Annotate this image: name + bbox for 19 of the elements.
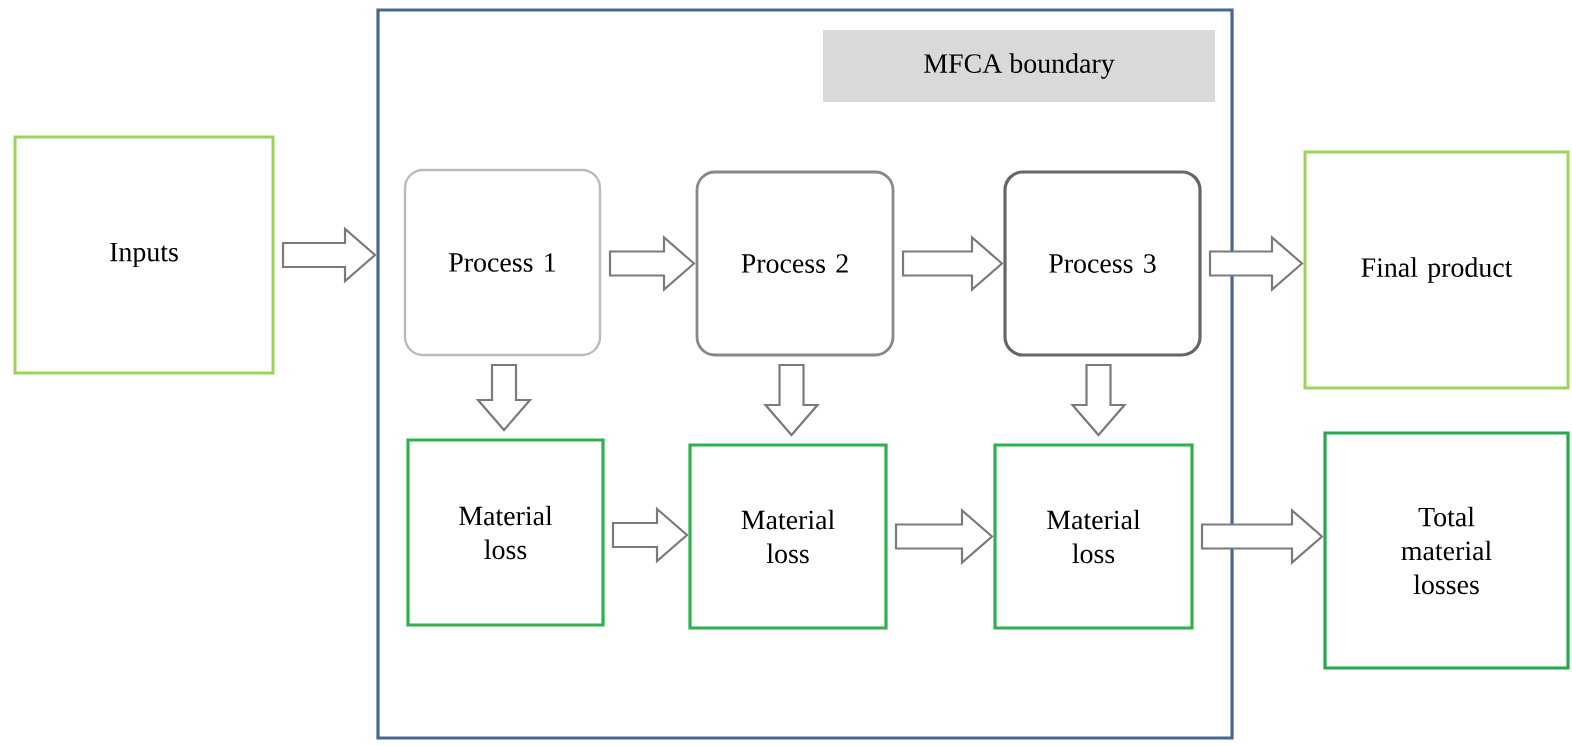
process-box: Process 3 xyxy=(1003,170,1202,357)
process-box: Process 1 xyxy=(403,168,602,357)
block-arrow xyxy=(608,235,696,292)
block-arrow xyxy=(281,226,377,284)
process-box: Process 2 xyxy=(695,170,895,357)
loss-box: Material loss xyxy=(406,438,605,627)
block-arrow xyxy=(475,363,533,432)
loss-box: Material loss xyxy=(993,443,1194,630)
input-box: Inputs xyxy=(13,135,275,375)
output-box: Total material losses xyxy=(1323,431,1570,670)
loss-box: Material loss xyxy=(688,443,888,630)
block-arrow xyxy=(611,506,689,564)
input-box: Final product xyxy=(1303,150,1570,390)
block-arrow xyxy=(1070,363,1127,437)
block-arrow xyxy=(1208,235,1304,292)
block-arrow xyxy=(894,508,994,565)
block-arrow xyxy=(763,363,820,437)
block-arrow xyxy=(901,235,1004,292)
block-arrow xyxy=(1200,508,1324,565)
